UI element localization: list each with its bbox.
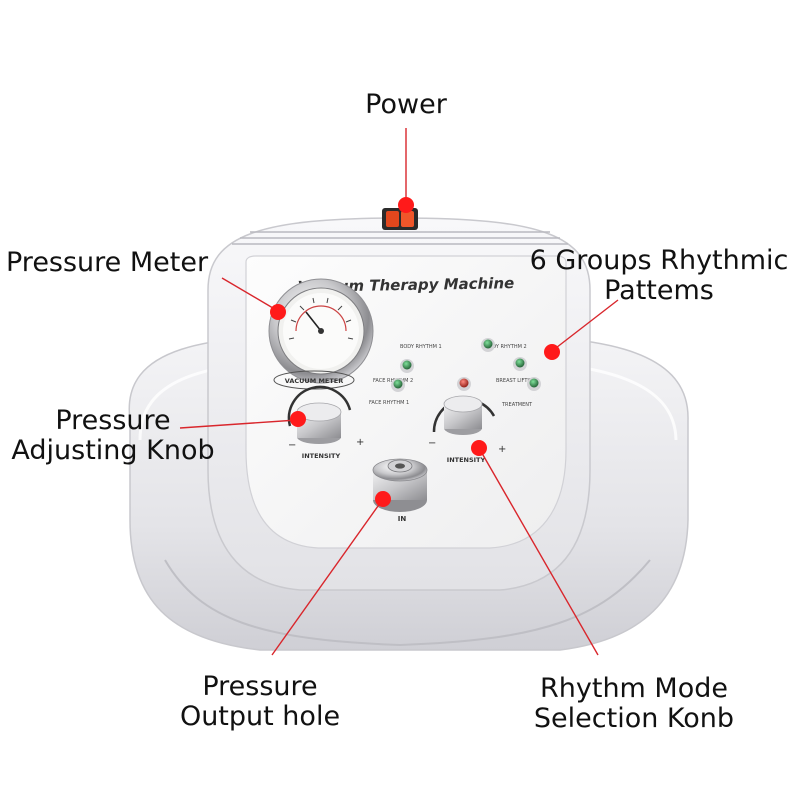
label-rhythmic-patterns: 6 Groups Rhythmic Pattems [522,246,796,306]
vacuum-meter-label: VACUUM METER [285,377,343,385]
led-active [457,377,471,391]
callout-dot-adjusting-knob [290,411,306,427]
label-rhythmic-line-2: Pattems [604,275,714,306]
pressure-adjusting-knob[interactable] [287,385,352,444]
rhythm-selection-knob[interactable] [432,395,496,435]
gauge-ticks [288,297,354,340]
right-knob-minus: − [428,438,436,449]
left-knob-minus: − [288,440,296,451]
right-knob-plus: + [498,444,506,455]
gauge-needle [305,311,322,332]
rhythm-label-treatment: TREATMENT [501,402,533,408]
vent-slots [232,231,568,245]
label-rhythm-selection: Rhythm Mode Selection Konb [520,674,748,734]
callout-dot-power [398,197,414,213]
callout-line-rhythmic [551,299,619,352]
callout-line-rhythm-selection [478,447,599,656]
left-knob-label: INTENSITY [302,452,341,460]
rhythm-label-body-1: BODY RHYTHM 1 [400,344,442,350]
label-rhythm-selection-line-1: Rhythm Mode [540,673,728,704]
callout-dot-rhythmic [544,344,560,360]
pressure-gauge [268,278,374,384]
led-body-2 [481,338,495,352]
callout-dot-pressure-meter [270,304,286,320]
label-pressure-meter: Pressure Meter [6,248,208,278]
right-knob-label: INTENSITY [447,456,486,464]
label-power-line-1: Power [365,89,447,120]
label-rhythm-selection-line-2: Selection Konb [533,703,735,734]
label-pressure-meter-line-1: Pressure Meter [6,247,209,278]
vacuum-meter-badge: VACUUM METER [273,370,355,390]
label-power: Power [331,90,481,120]
label-adjusting-knob-line-1: Pressure [55,405,171,436]
label-rhythmic-line-1: 6 Groups Rhythmic [529,245,789,276]
callout-line-pressure-meter [221,277,279,312]
callout-dot-rhythm-selection [471,440,487,456]
led-treatment [527,377,541,391]
label-output-hole: Pressure Output hole [160,672,360,732]
rhythm-label-body-2: BODY RHYTHM 2 [485,344,527,350]
rhythm-label-breast: BREAST LIFTING [496,378,537,384]
label-output-hole-line-1: Pressure [202,671,318,702]
led-breast [513,357,527,371]
label-output-hole-line-2: Output hole [179,701,341,732]
power-switch[interactable] [382,208,418,230]
left-knob-plus: + [356,437,364,448]
callout-line-output-hole [271,498,384,656]
label-adjusting-knob-line-2: Adjusting Knob [11,435,215,466]
rhythm-indicators: BODY RHYTHM 1 BODY RHYTHM 2 FACE RHYTHM … [369,338,541,408]
callout-line-adjusting-knob [179,419,298,429]
callout-dots [270,197,560,507]
led-face-2 [391,378,405,392]
outlet-label: IN [398,515,407,523]
callout-dot-output-hole [375,491,391,507]
led-body-1 [400,359,414,373]
callout-lines [179,128,619,656]
rhythm-label-face-1: FACE RHYTHM 1 [369,400,409,406]
label-adjusting-knob: Pressure Adjusting Knob [2,406,224,466]
